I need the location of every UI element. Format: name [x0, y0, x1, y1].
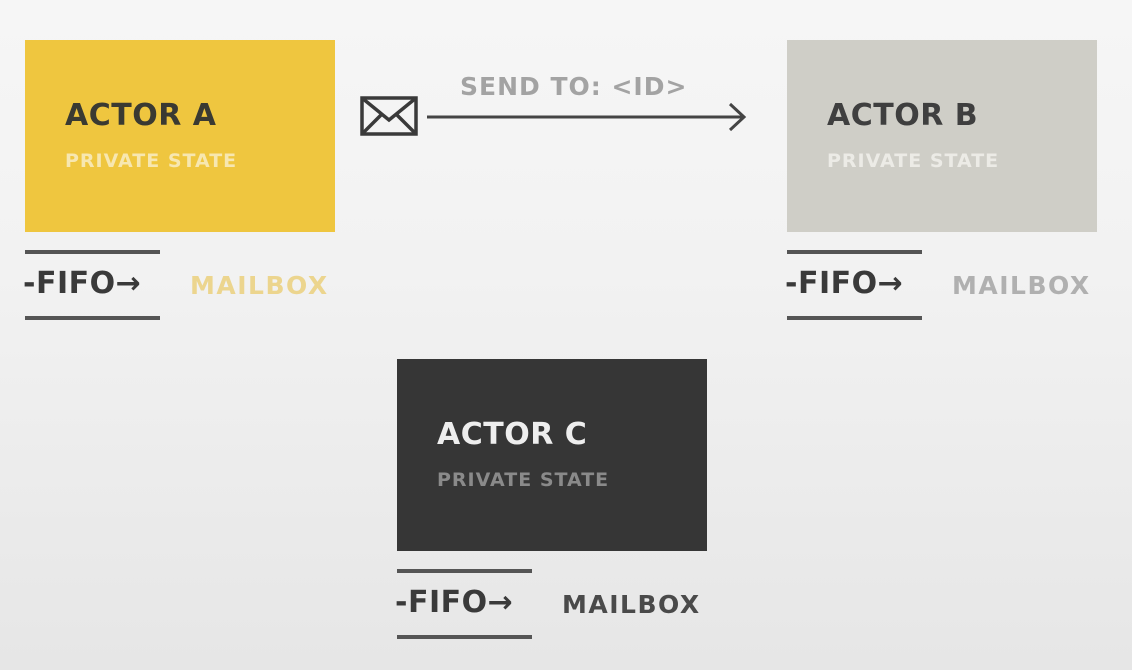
mailbox-queue-bottom-line	[25, 316, 160, 320]
mailbox-queue-bottom-line	[397, 635, 532, 639]
actor-a-name: ACTOR A	[65, 98, 217, 133]
actor-b-box: ACTOR B PRIVATE STATE	[787, 40, 1097, 232]
actor-a-mailbox: -FIFO→ MAILBOX	[23, 250, 355, 322]
mailbox-queue-top-line	[787, 250, 922, 254]
mailbox-label: MAILBOX	[190, 271, 329, 300]
actor-b-name: ACTOR B	[827, 98, 979, 133]
actor-b-state: PRIVATE STATE	[827, 150, 1000, 172]
message-arrow	[427, 102, 747, 132]
actor-c-name: ACTOR C	[437, 417, 588, 452]
mailbox-queue-top-line	[25, 250, 160, 254]
fifo-queue-label: -FIFO→	[395, 585, 514, 620]
actor-b-mailbox: -FIFO→ MAILBOX	[785, 250, 1117, 322]
actor-a-box: ACTOR A PRIVATE STATE	[25, 40, 335, 232]
mailbox-label: MAILBOX	[562, 590, 701, 619]
mailbox-queue-top-line	[397, 569, 532, 573]
actor-c-mailbox: -FIFO→ MAILBOX	[395, 569, 727, 641]
send-to-label: SEND TO: <ID>	[460, 72, 688, 101]
fifo-queue-label: -FIFO→	[23, 266, 142, 301]
actor-c-state: PRIVATE STATE	[437, 469, 610, 491]
actor-c-box: ACTOR C PRIVATE STATE	[397, 359, 707, 551]
envelope-icon	[360, 96, 418, 136]
fifo-queue-label: -FIFO→	[785, 266, 904, 301]
mailbox-label: MAILBOX	[952, 271, 1091, 300]
mailbox-queue-bottom-line	[787, 316, 922, 320]
actor-a-state: PRIVATE STATE	[65, 150, 238, 172]
